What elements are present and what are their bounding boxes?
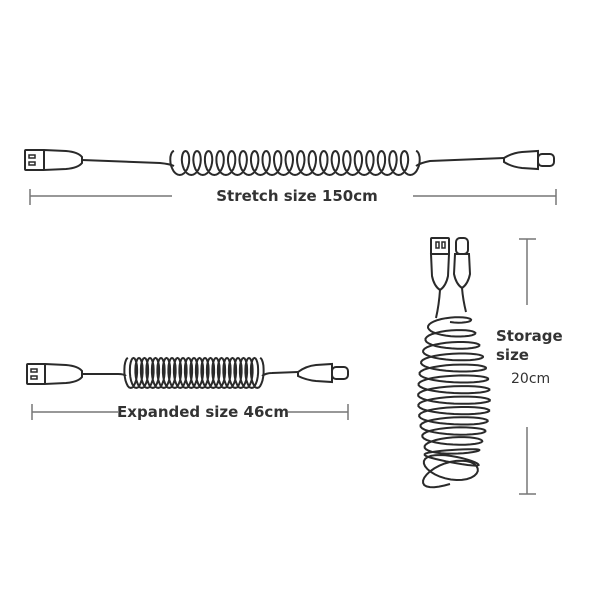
expanded-cable [26, 356, 349, 390]
expanded-dimension-line [31, 404, 349, 420]
stretch-cable [24, 148, 555, 177]
expanded-coil [123, 356, 265, 390]
storage-coil [417, 316, 491, 489]
stretch-dimension-line [29, 189, 557, 205]
storage-size-value: 20cm [511, 371, 550, 387]
stretch-coil [169, 149, 421, 177]
usb-a-connector-icon [24, 148, 83, 172]
storage-size-title-line1: Storage [496, 327, 563, 345]
usb-c-connector-icon [503, 149, 555, 171]
storage-dimension-line [519, 238, 536, 495]
expanded-size-label: Expanded size 46cm [117, 403, 289, 421]
usb-c-connector-icon [297, 362, 349, 384]
coiled-cable-icon [417, 237, 491, 489]
storage-size-title-line2: size [496, 346, 529, 364]
usb-a-connector-icon [26, 362, 83, 386]
stretch-size-label: Stretch size 150cm [216, 187, 378, 205]
usb-c-connector-icon [452, 237, 472, 290]
usb-a-connector-icon [429, 237, 451, 292]
